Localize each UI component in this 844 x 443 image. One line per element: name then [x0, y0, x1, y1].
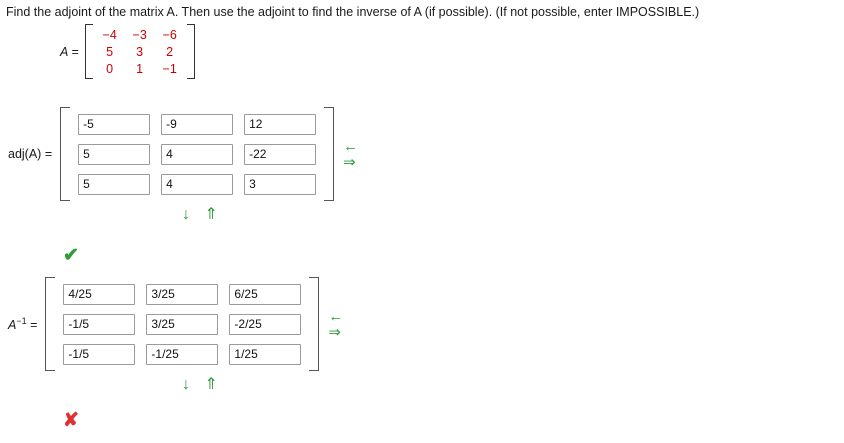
adjoint-input-r1c1[interactable]: -5: [78, 113, 151, 135]
adjoint-correct-check-icon: ✔: [63, 245, 79, 266]
arrow-right-icon[interactable]: ⇒: [328, 323, 341, 341]
adjoint-input-r2c3[interactable]: -22: [244, 143, 317, 165]
matrix-a-cell: 2: [166, 44, 174, 59]
inverse-column-arrows: ← ⇒: [328, 307, 344, 341]
arrow-left-icon[interactable]: ←: [343, 137, 359, 155]
adjoint-input-r1c3[interactable]: 12: [244, 113, 317, 135]
adjoint-input-r3c2[interactable]: 4: [161, 173, 234, 195]
inverse-input-r3c3[interactable]: 1/25: [229, 343, 302, 365]
adjoint-input-r2c1[interactable]: 5: [78, 143, 151, 165]
adjoint-input-r1c2[interactable]: -9: [161, 113, 234, 135]
arrow-right-icon[interactable]: ⇒: [343, 153, 356, 171]
adjoint-label: adj(A) =: [8, 147, 53, 161]
adjoint-input-grid: -5 -9 12 5 4 -22 5 4 3: [70, 107, 324, 201]
adjoint-column-arrows: ← ⇒: [343, 137, 359, 171]
matrix-a-cell: 3: [136, 44, 144, 59]
adjoint-input-r2c2[interactable]: 4: [161, 143, 234, 165]
inverse-input-r2c2[interactable]: 3/25: [146, 313, 219, 335]
inverse-row-arrows[interactable]: ↓ ⇑: [182, 376, 223, 393]
question-prompt: Find the adjoint of the matrix A. Then u…: [6, 5, 700, 19]
inverse-input-r1c3[interactable]: 6/25: [229, 283, 302, 305]
inverse-input-r1c1[interactable]: 4/25: [63, 283, 136, 305]
adjoint-row-arrows[interactable]: ↓ ⇑: [182, 206, 223, 223]
matrix-a-cell: 5: [106, 44, 114, 59]
matrix-a-grid: −4 −3 −6 5 3 2 0 1 −1: [93, 24, 187, 79]
matrix-a-display: A = −4 −3 −6 5 3 2 0 1 −1: [60, 24, 195, 79]
inverse-answer-block: A−1 = 4/25 3/25 6/25 -1/5 3/25 -2/25 -1/…: [8, 277, 343, 371]
matrix-a-right-bracket: [186, 24, 195, 79]
inverse-label: A−1 =: [8, 316, 37, 332]
inverse-input-r1c2[interactable]: 3/25: [146, 283, 219, 305]
inverse-input-r3c1[interactable]: -1/5: [63, 343, 136, 365]
inverse-input-r3c2[interactable]: -1/25: [146, 343, 219, 365]
matrix-a-cell: −1: [162, 61, 177, 76]
matrix-a-cell: −6: [162, 27, 177, 42]
inverse-left-bracket: [45, 277, 56, 371]
matrix-a-left-bracket: [84, 24, 93, 79]
inverse-label-base: A: [8, 318, 17, 333]
matrix-a-label: A =: [60, 44, 79, 59]
matrix-a-cell: −4: [102, 27, 117, 42]
matrix-a-cell: 1: [136, 61, 144, 76]
inverse-incorrect-cross-icon: ✘: [63, 410, 79, 431]
matrix-a-cell: −3: [132, 27, 147, 42]
inverse-label-exponent: −1: [16, 315, 27, 326]
inverse-input-r2c3[interactable]: -2/25: [229, 313, 302, 335]
inverse-label-equals: =: [30, 318, 38, 333]
inverse-right-bracket: [309, 277, 320, 371]
matrix-a-cell: 0: [106, 61, 114, 76]
adjoint-right-bracket: [324, 107, 335, 201]
adjoint-left-bracket: [60, 107, 71, 201]
adjoint-answer-block: adj(A) = -5 -9 12 5 4 -22 5 4 3 ← ⇒: [8, 107, 358, 201]
inverse-input-grid: 4/25 3/25 6/25 -1/5 3/25 -2/25 -1/5 -1/2…: [55, 277, 309, 371]
inverse-input-r2c1[interactable]: -1/5: [63, 313, 136, 335]
arrow-left-icon[interactable]: ←: [328, 307, 344, 325]
adjoint-input-r3c1[interactable]: 5: [78, 173, 151, 195]
adjoint-input-r3c3[interactable]: 3: [244, 173, 317, 195]
